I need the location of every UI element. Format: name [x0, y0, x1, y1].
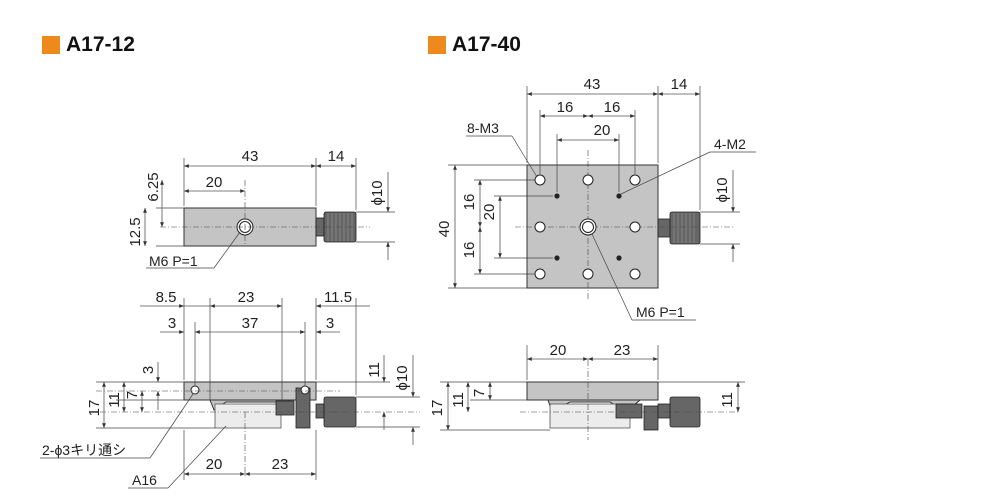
screw-shaft [657, 403, 671, 419]
dim-label: 20 [481, 204, 498, 221]
m3-hole-group [534, 174, 641, 280]
dim-label: 14 [671, 76, 688, 93]
dim-label: 14 [328, 148, 345, 165]
dim-label: 20 [594, 122, 611, 139]
a17-40-top-view: 43 14 16 16 20 40 16 20 16 ϕ10 [436, 76, 756, 321]
dim-label: 7 [124, 391, 141, 399]
dim-label: 17 [429, 400, 446, 417]
a17-12-side-view: 8.5 23 11.5 3 37 3 17 11 7 3 11 ϕ10 [40, 289, 420, 489]
dim-label: 3 [140, 366, 157, 374]
dim-label: 43 [584, 76, 601, 93]
through-hole [300, 385, 310, 395]
a17-12-top-view: 43 14 20 6.25 12.5 ϕ10 M6 P=1 [127, 148, 395, 269]
dim-label: 16 [604, 99, 621, 116]
dim-label: 12.5 [127, 217, 144, 246]
dim-label: ϕ10 [714, 177, 731, 202]
dim-label: ϕ10 [369, 180, 386, 205]
heading-a17-12: A17-12 [42, 33, 135, 57]
dim-label: 3 [326, 315, 334, 332]
dim-label: 8.5 [156, 289, 177, 306]
dim-label: 16 [557, 99, 574, 116]
dim-label: 23 [272, 456, 289, 473]
dim-label: 43 [242, 148, 259, 165]
dim-label: 16 [461, 194, 478, 211]
stage-base [214, 403, 282, 429]
dim-label: ϕ10 [394, 365, 411, 390]
screw-tip [615, 403, 643, 419]
a17-40-side-view: 20 23 17 11 7 11 [429, 342, 745, 440]
dim-label: 40 [436, 221, 453, 238]
dim-label: 17 [86, 400, 103, 417]
dim-label: 3 [168, 315, 176, 332]
callout-label: M6 P=1 [636, 304, 685, 320]
dim-label: 37 [242, 315, 259, 332]
heading-a17-40: A17-40 [428, 33, 521, 57]
dim-label: 11 [450, 392, 467, 408]
orange-square-icon [428, 36, 446, 54]
screw-shaft [315, 403, 325, 419]
model-title: A17-40 [452, 33, 521, 56]
stage-top-plate [526, 381, 659, 401]
screw-tip [275, 400, 295, 416]
m6-hole-inner [582, 221, 594, 233]
through-hole [190, 385, 200, 395]
m2-hole-group [554, 193, 622, 261]
dim-label: 23 [238, 289, 255, 306]
screw-block [643, 405, 659, 431]
callout-label: 8-M3 [467, 120, 499, 136]
dim-label: 11 [106, 392, 123, 408]
dim-label: 16 [461, 242, 478, 259]
callout-label: A16 [132, 472, 157, 488]
callout-label: 4-M2 [714, 136, 746, 152]
orange-square-icon [42, 36, 60, 54]
callout-label: M6 P=1 [149, 253, 198, 269]
dim-label: 6.25 [145, 172, 162, 201]
dim-label: 20 [206, 456, 223, 473]
dim-label: 11 [719, 392, 736, 408]
dim-label: 20 [206, 174, 223, 191]
dim-label: 7 [471, 389, 488, 397]
model-title: A17-12 [66, 33, 135, 56]
dim-label: 20 [550, 342, 567, 359]
micrometer-knob [669, 211, 701, 245]
dim-label: 11 [366, 362, 383, 378]
callout-label: 2-ϕ3キリ通シ [42, 442, 126, 458]
dim-label: 11.5 [324, 289, 352, 306]
dim-label: 23 [614, 342, 631, 359]
screw-shaft [657, 218, 671, 238]
